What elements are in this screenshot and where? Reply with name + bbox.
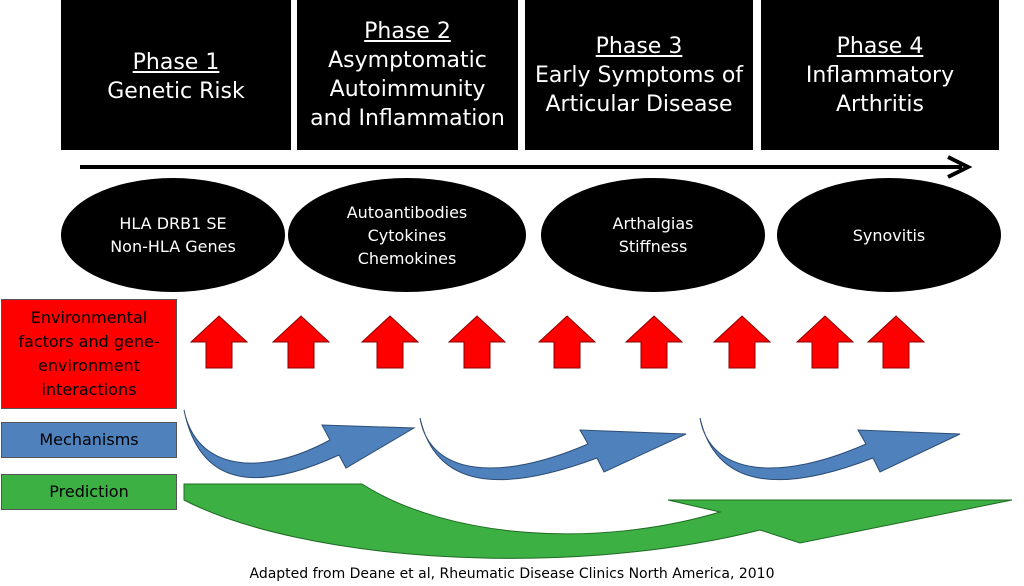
oval-phase-4: Synovitis [777,178,1001,292]
phase-1-line-1: Genetic Risk [107,79,245,104]
oval-phase-3: Arthalgias Stiffness [541,178,765,292]
mechanisms-text: Mechanisms [39,430,139,449]
mechanism-arrows [183,409,961,481]
mechanisms-label: Mechanisms [1,422,177,458]
oval-3-line-1: Arthalgias [612,214,694,233]
prediction-arrow [183,483,1013,559]
phase-3-title: Phase 3 [595,34,683,59]
up-arrow-6 [624,315,684,369]
phase-4-line-1: Inflammatory [805,63,955,88]
prediction-text: Prediction [49,482,129,501]
phase-2-title: Phase 2 [364,19,451,44]
up-arrow-5 [537,315,597,369]
oval-4-line-1: Synovitis [852,225,926,245]
phase-3-box: Phase 3 Early Symptoms of Articular Dise… [525,0,753,150]
up-arrows [189,315,926,369]
up-arrow-4 [447,315,507,369]
up-arrow-2 [271,315,331,369]
up-arrow-7 [712,315,772,369]
up-arrow-9 [866,315,926,369]
oval-phase-2: Autoantibodies Cytokines Chemokines [288,178,526,292]
source-credit: Adapted from Deane et al, Rheumatic Dise… [249,566,775,582]
mechanism-arrow-2 [419,417,687,481]
timeline-arrow [80,155,973,179]
oval-phase-1: HLA DRB1 SE Non-HLA Genes [61,178,285,292]
phase-2-line-2: Autoimmunity [329,77,486,102]
oval-1-line-2: Non-HLA Genes [110,237,236,256]
oval-3-line-2: Stiffness [618,237,688,256]
environmental-factors-label: Environmental factors and gene- environm… [1,299,177,409]
up-arrow-1 [189,315,249,369]
up-arrow-8 [795,315,855,369]
environmental-line-2: factors and gene- [18,332,160,351]
oval-2-line-1: Autoantibodies [346,202,468,222]
environmental-line-1: Environmental [30,308,148,327]
phase-4-box: Phase 4 Inflammatory Arthritis [761,0,999,150]
mechanism-arrow-1 [183,409,416,479]
phase-4-title: Phase 4 [836,34,924,59]
prediction-label: Prediction [1,474,177,510]
phase-2-box: Phase 2 Asymptomatic Autoimmunity and In… [297,0,518,150]
phase-1-box: Phase 1 Genetic Risk [61,0,291,150]
phase-4-line-2: Arthritis [835,92,925,117]
phase-3-line-1: Early Symptoms of [534,63,744,88]
phase-2-line-1: Asymptomatic [328,48,487,73]
phase-3-line-2: Articular Disease [545,92,733,117]
phase-2-line-3: and Inflammation [310,106,505,131]
up-arrow-3 [360,315,420,369]
environmental-line-3: environment [38,356,140,375]
mechanism-arrow-3 [699,417,961,481]
oval-1-line-1: HLA DRB1 SE [119,214,227,233]
oval-2-line-3: Chemokines [357,248,457,268]
phase-1-title: Phase 1 [132,50,220,75]
environmental-line-4: interactions [41,380,137,399]
oval-2-line-2: Cytokines [367,225,447,245]
